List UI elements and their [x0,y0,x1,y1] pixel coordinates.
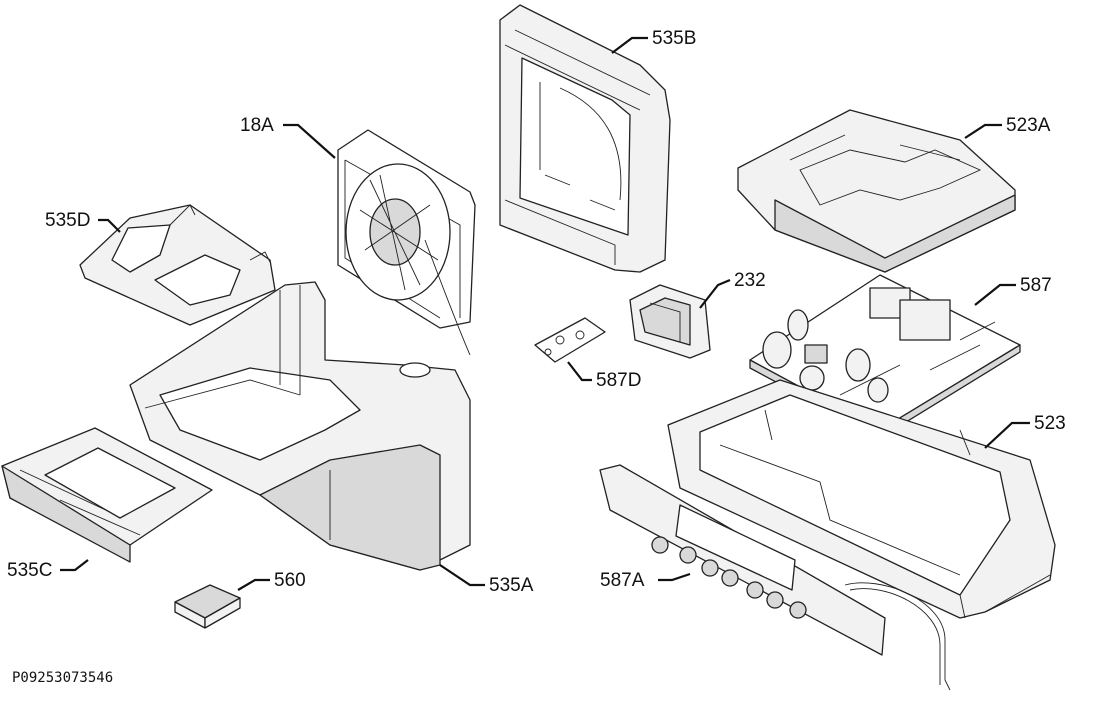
callout-232: 232 [734,270,766,291]
callout-523A: 523A [1006,115,1051,136]
part-535A-housing [129,281,471,571]
callout-535A: 535A [489,575,534,596]
callout-18A: 18A [240,115,274,136]
leader-lines [60,36,1030,591]
leader-535B [611,36,648,54]
reference-code: P09253073546 [12,670,113,686]
part-523-base [667,379,1056,619]
callout-587A: 587A [600,570,645,591]
part-535B-frame [499,4,671,273]
callout-535D: 535D [45,210,90,231]
part-535C-drawer [1,427,213,563]
callout-587: 587 [1020,275,1052,296]
callout-587D: 587D [596,370,641,391]
part-535D-bracket [79,204,276,326]
leader-18A [283,123,336,159]
leader-523 [984,421,1030,449]
leader-535C [60,559,89,572]
leader-587A [658,572,691,582]
part-560-filter [174,584,241,629]
callout-560: 560 [274,570,306,591]
callout-535B: 535B [652,28,696,49]
leader-523A [964,123,1002,139]
part-587-pcb [749,274,1021,439]
leader-535D [98,218,121,233]
leader-232 [699,278,731,309]
part-18A-fan [337,129,476,356]
callout-523: 523 [1034,413,1066,434]
callout-535C: 535C [7,560,52,581]
leader-560 [237,578,270,591]
part-587D-board [534,317,606,363]
part-587A-control-strip [599,464,951,691]
leader-587D [567,361,592,382]
leader-535A [439,564,485,587]
part-232-transformer [629,284,711,359]
part-523A-cover [737,109,1016,273]
leader-587 [974,283,1016,306]
